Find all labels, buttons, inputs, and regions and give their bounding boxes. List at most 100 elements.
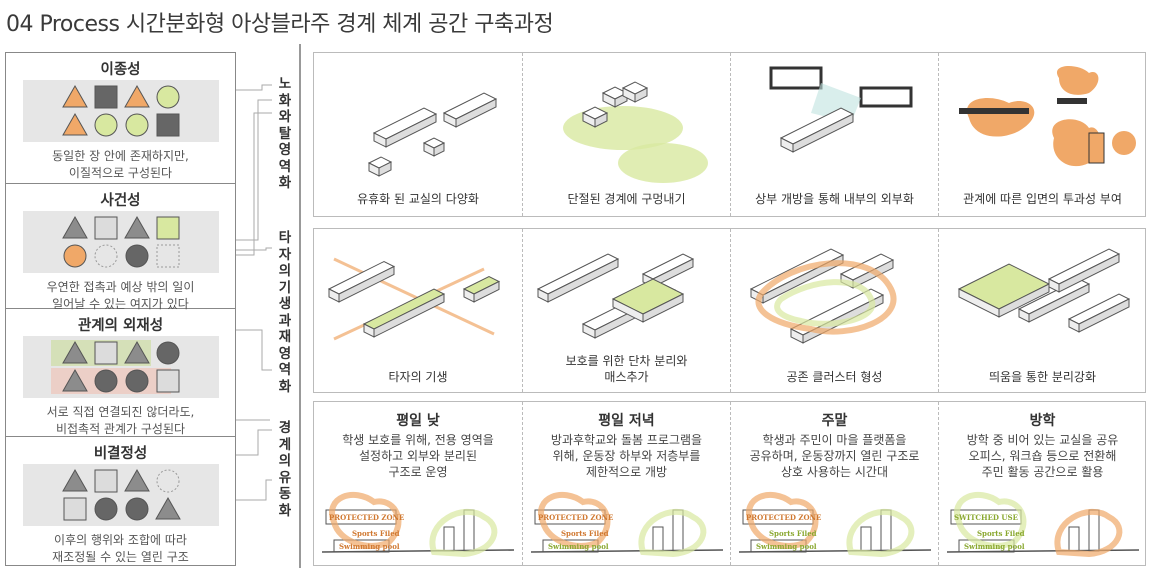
building-mass [327,260,396,303]
circle-shape [94,244,118,268]
zone-label: PROTECTED ZONE [538,513,613,522]
activity-zone [538,491,611,549]
activity-zone [638,509,707,558]
circle-shape [125,497,149,521]
tower [880,509,892,552]
sports-field-label: Sports Filed [977,529,1025,538]
circle-shape [94,369,118,393]
axonometric-illustration [959,66,1136,167]
diagram-caption: 타자의 기생 [314,369,522,385]
green-field [618,143,708,183]
triangle-shape [124,340,150,364]
shape-diagram [23,464,219,526]
concept-title: 관계의 외재성 [77,318,164,334]
pool-label: Swimming pool [548,542,609,551]
pool-label: Swimming pool [756,542,817,551]
zone-label: PROTECTED ZONE [746,513,821,522]
description-line: 비접촉적 관계가 구성된다 [55,422,186,436]
square-shape [156,216,180,240]
orange-facade-blobs [959,66,1136,167]
sports-field-label: Sports Filed [352,529,400,538]
building-mass [1067,293,1131,333]
section-box [769,66,823,90]
triangle-shape [62,215,88,239]
triangle-shape [124,84,150,108]
square-shape [156,369,180,393]
sports-field-label: Sports Filed [561,529,609,538]
axonometric-illustration [367,92,498,177]
concept-title: 사건성 [100,193,141,209]
tower [443,526,455,552]
diagram-cell: 타자의 기생 [314,229,522,392]
cluster-loop [774,279,876,327]
triangle-shape [62,84,88,108]
diagram-caption: 관계에 따른 입면의 투과성 부여 [963,192,1122,206]
activity-zone [746,491,819,549]
circle-shape [94,497,118,521]
square-shape [94,469,118,493]
description-line: 설정하고 외부와 분리된 [358,449,478,463]
pool-box [958,539,1015,553]
axonometric-illustration [563,81,708,183]
tower [860,526,872,552]
triangle-shape [124,215,150,239]
description-line: 방과후학교와 돌봄 프로그램을 [550,433,703,447]
sports-field-label: Sports Filed [769,529,817,538]
building-mass [367,156,393,177]
circle-shape [63,244,87,268]
description-line: 동일한 장 안에 존재하지만, [52,149,189,163]
description-line: 주민 활동 공간으로 활용 [981,465,1104,479]
concept-description: 서로 직접 연결되진 않더라도,비접촉적 관계가 구성된다 [6,404,235,438]
diagram-cell: 공존 클러스터 형성 [730,229,938,392]
caption-line: 공존 클러스터 형성 [786,370,883,384]
circle-shape [125,113,149,137]
square-shape [94,85,118,109]
square-shape [94,341,118,365]
pool-box [333,539,390,553]
building-mass [1047,248,1121,293]
description-line: 학생 보호를 위해, 전용 영역을 [342,433,494,447]
connector-lines [236,84,272,501]
shape-diagram [23,80,219,142]
caption-line: 보호를 위한 단차 분리와 [565,354,688,368]
concept-title: 이종성 [100,62,141,78]
activity-zone [429,509,498,558]
axonometric-illustration [957,248,1131,333]
time-period-title: 평일 낮 [396,413,440,429]
section-box [859,86,913,108]
circle-shape [94,113,118,137]
pool-box [542,539,599,553]
diagram-caption: 공존 클러스터 형성 [731,369,938,385]
triangle-shape [62,112,88,136]
axonometric-illustration [327,257,501,341]
caption-line: 띄움을 통한 분리강화 [989,370,1096,384]
time-period-title: 평일 저녁 [598,413,655,429]
activity-zone [329,491,402,549]
description-line: 위해, 운동장 하부와 저층부를 [552,449,701,463]
activity-zone [1054,509,1123,558]
building-mass [957,263,1051,318]
building-mass [536,253,620,303]
shape-diagram [23,211,219,273]
diagram-cell: 띄움을 통한 분리강화 [938,229,1146,392]
description-line: 이질적으로 구성된다 [68,166,173,180]
tower [1068,526,1080,552]
description-line: 방학 중 비어 있는 교실을 공유 [966,433,1119,447]
circle-shape [125,244,149,268]
description-line: 학생과 주민이 마을 플랫폼을 [762,433,907,447]
